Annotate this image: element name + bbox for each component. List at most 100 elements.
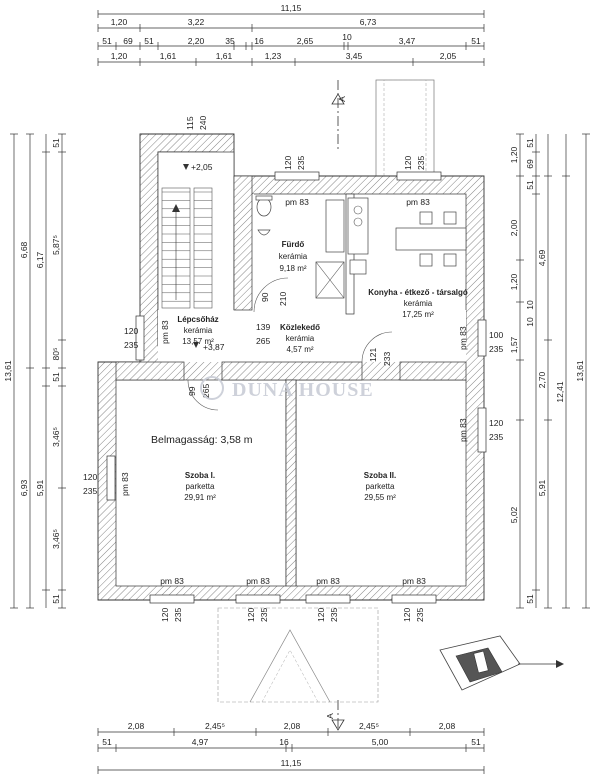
dimensions-bottom: 2,08 2,45⁵ 2,08 2,45⁵ 2,08 51 4,97 16 5,… [97, 721, 485, 774]
window-label: 235 [173, 608, 183, 622]
dim-right-inner: 51 [525, 594, 535, 604]
dimensions-left: 13,61 6,68 6,93 6,17 5,91 51 5,87⁵ 80⁵ 5… [3, 133, 66, 609]
dim-top-r3: 51 [102, 36, 112, 46]
room-name: Lépcsőház [177, 315, 218, 324]
window-label: pm 83 [458, 418, 468, 442]
dim-right-mid3: 5,02 [509, 506, 519, 523]
dim-right-inner: 69 [525, 159, 535, 169]
dim-right-inner: 10 [525, 300, 535, 310]
room-floor: parketta [366, 482, 395, 491]
dim-left-inner: 3,46⁵ [51, 529, 61, 549]
chimney-label: 240 [198, 116, 208, 130]
dim-left-inner: 3,46⁵ [51, 427, 61, 447]
window-label: 235 [329, 608, 339, 622]
dim-top-r4: 1,20 [111, 51, 128, 61]
room-name: Szoba II. [364, 471, 396, 480]
dim-bottom-r1: 2,45⁵ [205, 721, 225, 731]
dim-right-mid1: 12,41 [555, 381, 565, 403]
door-label: 210 [278, 292, 288, 306]
dim-right-mid2: 2,70 [537, 371, 547, 388]
room-name: Konyha - étkező - társalgó [368, 288, 468, 297]
door-label: 139 [256, 322, 270, 332]
door-swings [187, 277, 393, 411]
door-label: 121 [368, 348, 378, 362]
dim-right-inner: 51 [525, 180, 535, 190]
room-floor: kerámia [184, 326, 213, 335]
dim-top-r3: 2,65 [297, 36, 314, 46]
dim-right-inner: 51 [525, 138, 535, 148]
dim-top-r3: 3,47 [399, 36, 416, 46]
dim-bottom-r1: 2,45⁵ [359, 721, 379, 731]
room-name: Közlekedő [280, 323, 320, 332]
dim-bottom-r1: 2,08 [128, 721, 145, 731]
dining-table [395, 227, 467, 251]
window-label: 235 [415, 608, 425, 622]
dim-bottom-r1: 2,08 [439, 721, 456, 731]
room-area: 13,57 m² [182, 337, 214, 346]
window-label: 235 [124, 340, 138, 350]
dim-bottom-r2: 5,00 [372, 737, 389, 747]
window-label: pm 83 [160, 320, 170, 344]
dim-top-r3: 10 [342, 32, 352, 42]
dim-top-r4: 2,05 [440, 51, 457, 61]
window-label: 120 [316, 608, 326, 622]
dim-left-inner: 5,87⁵ [51, 235, 61, 255]
dim-top-r2: 6,73 [360, 17, 377, 27]
section-marker-top: A [331, 80, 347, 150]
level-upper: +2,05 [191, 162, 213, 172]
dim-left-total: 13,61 [3, 360, 13, 382]
dim-left-inner: 80⁵ [51, 348, 61, 361]
staircase [161, 187, 213, 309]
dim-top-r3: 16 [254, 36, 264, 46]
room-2: Szoba II. parketta 29,55 m² [364, 471, 396, 502]
section-marker-bottom: A [325, 700, 345, 731]
dim-bottom-total: 11,15 [281, 758, 302, 768]
dim-right-mid3: 2,00 [509, 219, 519, 236]
dim-bottom-r2: 51 [471, 737, 481, 747]
window-label: pm 83 [458, 326, 468, 350]
room-area: 29,55 m² [364, 493, 396, 502]
dim-top-r3: 51 [144, 36, 154, 46]
arrow-right-icon [556, 660, 564, 668]
window-label: 235 [489, 432, 503, 442]
level-lower: +3,87 [203, 342, 225, 352]
dim-left-mid1: 6,93 [19, 479, 29, 496]
dim-left-inner: 51 [51, 138, 61, 148]
dimensions-right: 13,61 12,41 4,69 2,70 5,91 1,20 2,00 1,2… [509, 133, 590, 609]
dim-left-mid2: 6,17 [35, 251, 45, 268]
bathroom-fixtures [255, 195, 345, 299]
section-label: A [325, 713, 335, 719]
door-label: 233 [382, 352, 392, 366]
room-floor: kerámia [279, 252, 308, 261]
level-marks: +2,05 +3,87 [183, 162, 225, 352]
window-label: 120 [124, 326, 138, 336]
dim-right-mid3: 1,20 [509, 146, 519, 163]
dim-bottom-r2: 51 [102, 737, 112, 747]
dim-top-r4: 1,61 [216, 51, 233, 61]
kitchen-furniture [347, 197, 467, 275]
room-name: Fürdő [282, 240, 305, 249]
room-hall: Közlekedő kerámia 4,57 m² [280, 323, 320, 354]
dim-right-total: 13,61 [575, 360, 585, 382]
ceiling-height-label: Belmagasság: 3,58 m [151, 434, 253, 446]
room-name: Szoba I. [185, 471, 215, 480]
dim-left-mid1: 6,68 [19, 241, 29, 258]
dim-bottom-r2: 16 [279, 737, 289, 747]
dim-right-mid3: 1,57 [509, 336, 519, 353]
window-label: pm 83 [285, 197, 309, 207]
room-kitchen: Konyha - étkező - társalgó kerámia 17,25… [368, 288, 468, 319]
dim-top-r3: 51 [471, 36, 481, 46]
window-label: 120 [403, 156, 413, 170]
duna-house-watermark: DUNA HOUSE [200, 376, 373, 401]
window-label: 235 [259, 608, 269, 622]
dim-top-r4: 1,61 [160, 51, 177, 61]
room-floor: kerámia [404, 299, 433, 308]
door-label: 265 [201, 384, 211, 398]
room-area: 4,57 m² [286, 345, 313, 354]
window-label: 120 [160, 608, 170, 622]
dim-left-inner: 51 [51, 594, 61, 604]
dimensions-top: 11,15 1,20 3,22 6,73 51 69 51 2,20 35 16… [97, 3, 485, 66]
room-1: Szoba I. parketta 29,91 m² [184, 471, 216, 502]
dim-top-r4: 1,23 [265, 51, 282, 61]
